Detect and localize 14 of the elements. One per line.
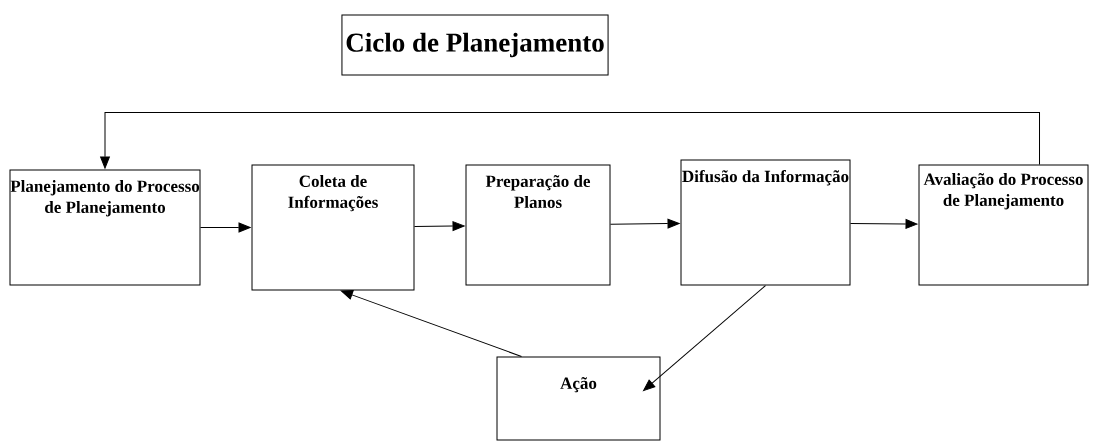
- arrow: [643, 285, 766, 392]
- arrow: [610, 218, 680, 229]
- process-box: Preparação de Planos: [465, 164, 611, 286]
- arrow: [100, 112, 1040, 169]
- process-box: Difusão da Informação: [680, 159, 851, 286]
- arrow: [414, 221, 465, 231]
- process-box: Planejamento do Processo de Planejamento: [9, 169, 201, 286]
- process-box: Ação: [496, 356, 661, 441]
- process-box: Coleta de Informações: [251, 164, 415, 291]
- arrow: [850, 219, 918, 229]
- title-box: Ciclo de Planejamento: [341, 14, 609, 76]
- arrow: [340, 290, 522, 357]
- process-box: Avaliação do Processo de Planejamento: [918, 164, 1089, 286]
- arrow: [200, 222, 251, 233]
